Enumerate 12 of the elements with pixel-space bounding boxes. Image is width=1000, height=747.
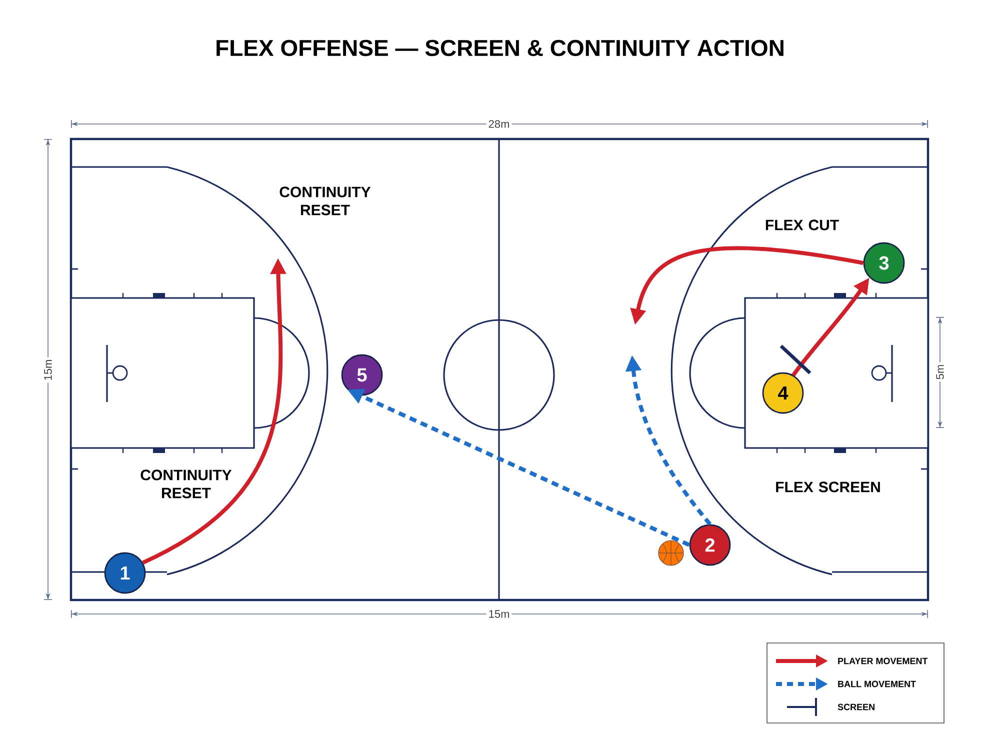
legend-text: PLAYER MOVEMENT bbox=[838, 658, 928, 664]
dimension-label: 5m bbox=[934, 362, 946, 382]
dimension-label: 28m bbox=[486, 118, 512, 130]
play-label: FLEX CUT bbox=[766, 220, 839, 230]
legend-text: BALL MOVEMENT bbox=[838, 680, 916, 688]
play-label: CONTINUITY RESET bbox=[140, 470, 232, 498]
dimension-label: 15m bbox=[486, 608, 512, 620]
dimension-label: 15m bbox=[42, 357, 54, 383]
legend-text: SCREEN bbox=[838, 704, 874, 710]
title: FLEX OFFENSE — SCREEN & CONTINUITY ACTION bbox=[216, 40, 784, 56]
play-label: CONTINUITY RESET bbox=[280, 186, 371, 216]
play-label: FLEX SCREEN bbox=[776, 482, 880, 492]
